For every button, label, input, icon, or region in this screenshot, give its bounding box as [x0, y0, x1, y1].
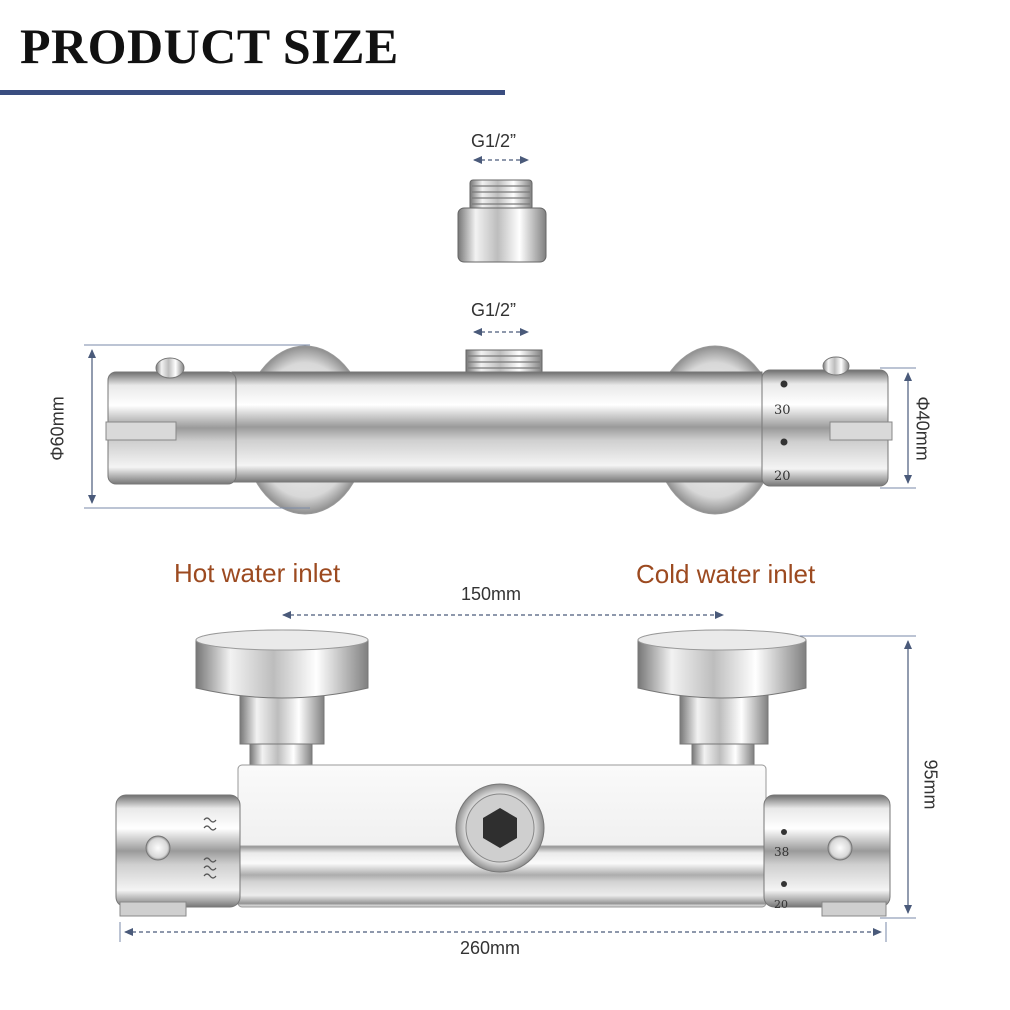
right-diameter-label: Φ40mm: [912, 396, 933, 461]
top-dial-mark-30: 30: [774, 403, 791, 418]
length-label: 260mm: [460, 938, 521, 958]
front-dial-mark-38: 38: [774, 845, 789, 859]
adapter-thread-label: G1/2”: [471, 131, 517, 151]
top-view-dimensions: [84, 328, 916, 509]
front-dial-mark-20: 20: [774, 898, 788, 911]
top-dial-mark-20: 20: [774, 469, 791, 484]
outlet-thread-label: G1/2”: [471, 300, 517, 320]
top-view-valve: [105, 345, 893, 515]
height-label: 95mm: [920, 759, 941, 810]
title-underline: [0, 90, 505, 95]
front-view-dimensions: [119, 611, 916, 942]
front-view-valve: [115, 629, 891, 917]
hot-water-inlet-label: Hot water inlet: [174, 558, 341, 588]
adapter-fitting: [457, 179, 547, 263]
cold-water-inlet-label: Cold water inlet: [636, 559, 816, 589]
page-title: PRODUCT SIZE: [20, 18, 399, 74]
left-diameter-label: Φ60mm: [47, 396, 68, 461]
inlet-spacing-label: 150mm: [461, 584, 522, 604]
